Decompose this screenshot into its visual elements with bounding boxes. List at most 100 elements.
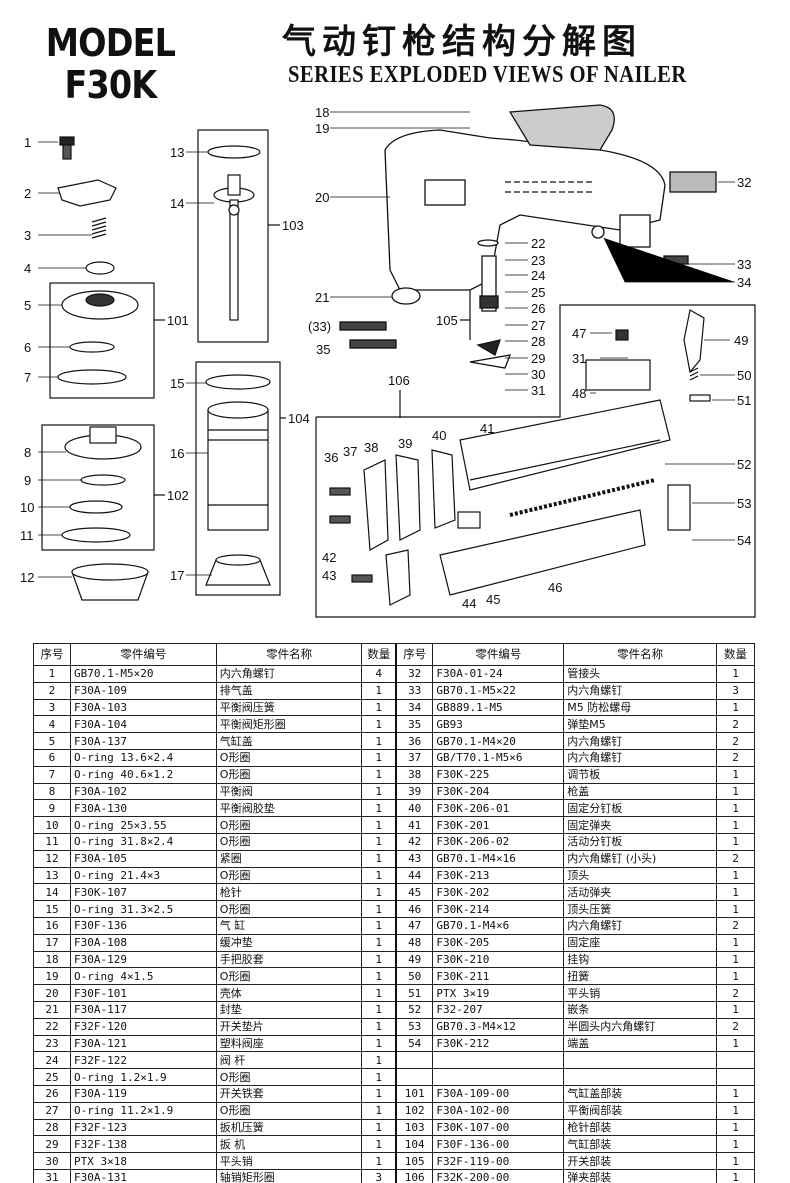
table-cell [563, 1068, 717, 1086]
table-cell: 1 [361, 765, 397, 784]
group-label: 105 [436, 313, 458, 328]
group-label: 106 [388, 373, 410, 388]
callout: 37 [343, 444, 357, 459]
table-cell: 9 [33, 799, 71, 818]
col-header: 零件名称 [215, 643, 363, 666]
callout: 40 [432, 428, 446, 443]
table-cell: 平衡阀 [215, 782, 363, 801]
table-cell: GB93 [432, 715, 565, 734]
table-cell: 1 [361, 1034, 397, 1053]
table-cell: F30A-103 [69, 698, 217, 717]
table-cell: 弹垫M5 [563, 715, 717, 734]
table-cell: GB/T70.1-M5×6 [432, 748, 565, 767]
table-cell: 缓冲垫 [215, 933, 363, 952]
table-cell: F32F-138 [69, 1135, 217, 1154]
table-cell: O-ring 40.6×1.2 [69, 765, 217, 784]
table-cell: 1 [361, 698, 397, 717]
col-header: 数量 [361, 643, 397, 666]
table-cell: 1 [361, 967, 397, 986]
table-cell: O-ring 13.6×2.4 [69, 748, 217, 767]
table-cell: 1 [361, 950, 397, 969]
table-cell: 扳 机 [215, 1135, 363, 1154]
table-cell: F30A-119 [69, 1084, 217, 1103]
callout: 28 [531, 334, 545, 349]
table-cell: 1 [716, 1101, 755, 1120]
col-header: 序号 [394, 643, 434, 666]
table-cell [432, 1051, 565, 1070]
part-7-oring [57, 369, 127, 385]
table-cell: 轴销矩形圈 [215, 1168, 363, 1183]
part-34-nut [591, 225, 605, 239]
callout: 13 [170, 145, 184, 160]
table-cell: O-ring 21.4×3 [69, 866, 217, 885]
table-cell: 1 [361, 984, 397, 1002]
title-english: SERIES EXPLODED VIEWS OF NAILER [288, 62, 687, 88]
table-cell: 4 [33, 715, 71, 734]
table-cell: 1 [361, 916, 397, 935]
table-cell: F30K-213 [432, 866, 565, 885]
table-cell: 1 [716, 1000, 755, 1019]
table-cell: 24 [33, 1051, 71, 1070]
callout: 53 [737, 496, 751, 511]
table-cell: 3 [33, 698, 71, 717]
group-box-103 [197, 129, 269, 343]
table-cell: 1 [361, 933, 397, 952]
part-52-strip [469, 439, 661, 481]
table-cell: O-ring 31.8×2.4 [69, 832, 217, 851]
table-cell: 2 [716, 715, 755, 734]
table-cell: 54 [394, 1034, 434, 1053]
table-cell: 弹夹部装 [563, 1168, 717, 1183]
table-cell: 106 [394, 1168, 434, 1183]
callout: 29 [531, 351, 545, 366]
table-cell: 2 [716, 984, 755, 1002]
callout: 43 [322, 568, 336, 583]
table-cell: 气缸盖部装 [563, 1084, 717, 1103]
callout: 18 [315, 105, 329, 120]
table-cell: 活动弹夹 [563, 883, 717, 902]
table-cell: 1 [361, 1101, 397, 1120]
table-cell: 6 [33, 748, 71, 767]
callout: 16 [170, 446, 184, 461]
table-cell: O-ring 4×1.5 [69, 967, 217, 986]
part-17-top [215, 554, 261, 566]
callout: 6 [24, 340, 31, 355]
table-cell: 1 [361, 1068, 397, 1086]
part-16-grooves [208, 429, 268, 506]
part-28-spring [476, 339, 501, 356]
table-cell: 47 [394, 916, 434, 935]
table-cell: 11 [33, 832, 71, 851]
callout: 21 [315, 290, 329, 305]
table-cell: F30K-225 [432, 765, 565, 784]
model-number: F30K [64, 63, 158, 107]
table-cell: F30K-212 [432, 1034, 565, 1053]
table-cell: 25 [33, 1068, 71, 1086]
table-cell: 31 [33, 1168, 71, 1183]
group-box-102 [41, 424, 155, 551]
table-cell: 开关铁套 [215, 1084, 363, 1103]
table-cell: 1 [361, 681, 397, 700]
callout: 54 [737, 533, 751, 548]
table-cell: F30K-201 [432, 816, 565, 834]
table-cell: 顶头压簧 [563, 900, 717, 918]
table-cell: 101 [394, 1084, 434, 1103]
table-cell: 端盖 [563, 1034, 717, 1053]
table-cell: 3 [361, 1168, 397, 1183]
callout: 39 [398, 436, 412, 451]
callout: 12 [20, 570, 34, 585]
col-header: 零件名称 [563, 643, 717, 666]
table-cell: 平衡阀部装 [563, 1101, 717, 1120]
part-18-grip [508, 104, 615, 151]
part-51-pin [689, 394, 711, 402]
part-38-adjust-plate [363, 459, 389, 551]
table-cell: 平衡阀压簧 [215, 698, 363, 717]
callout: 32 [737, 175, 751, 190]
table-cell: F30K-205 [432, 933, 565, 952]
table-cell: 1 [716, 782, 755, 801]
part-10-oring [69, 500, 123, 514]
table-cell: 1 [716, 900, 755, 918]
